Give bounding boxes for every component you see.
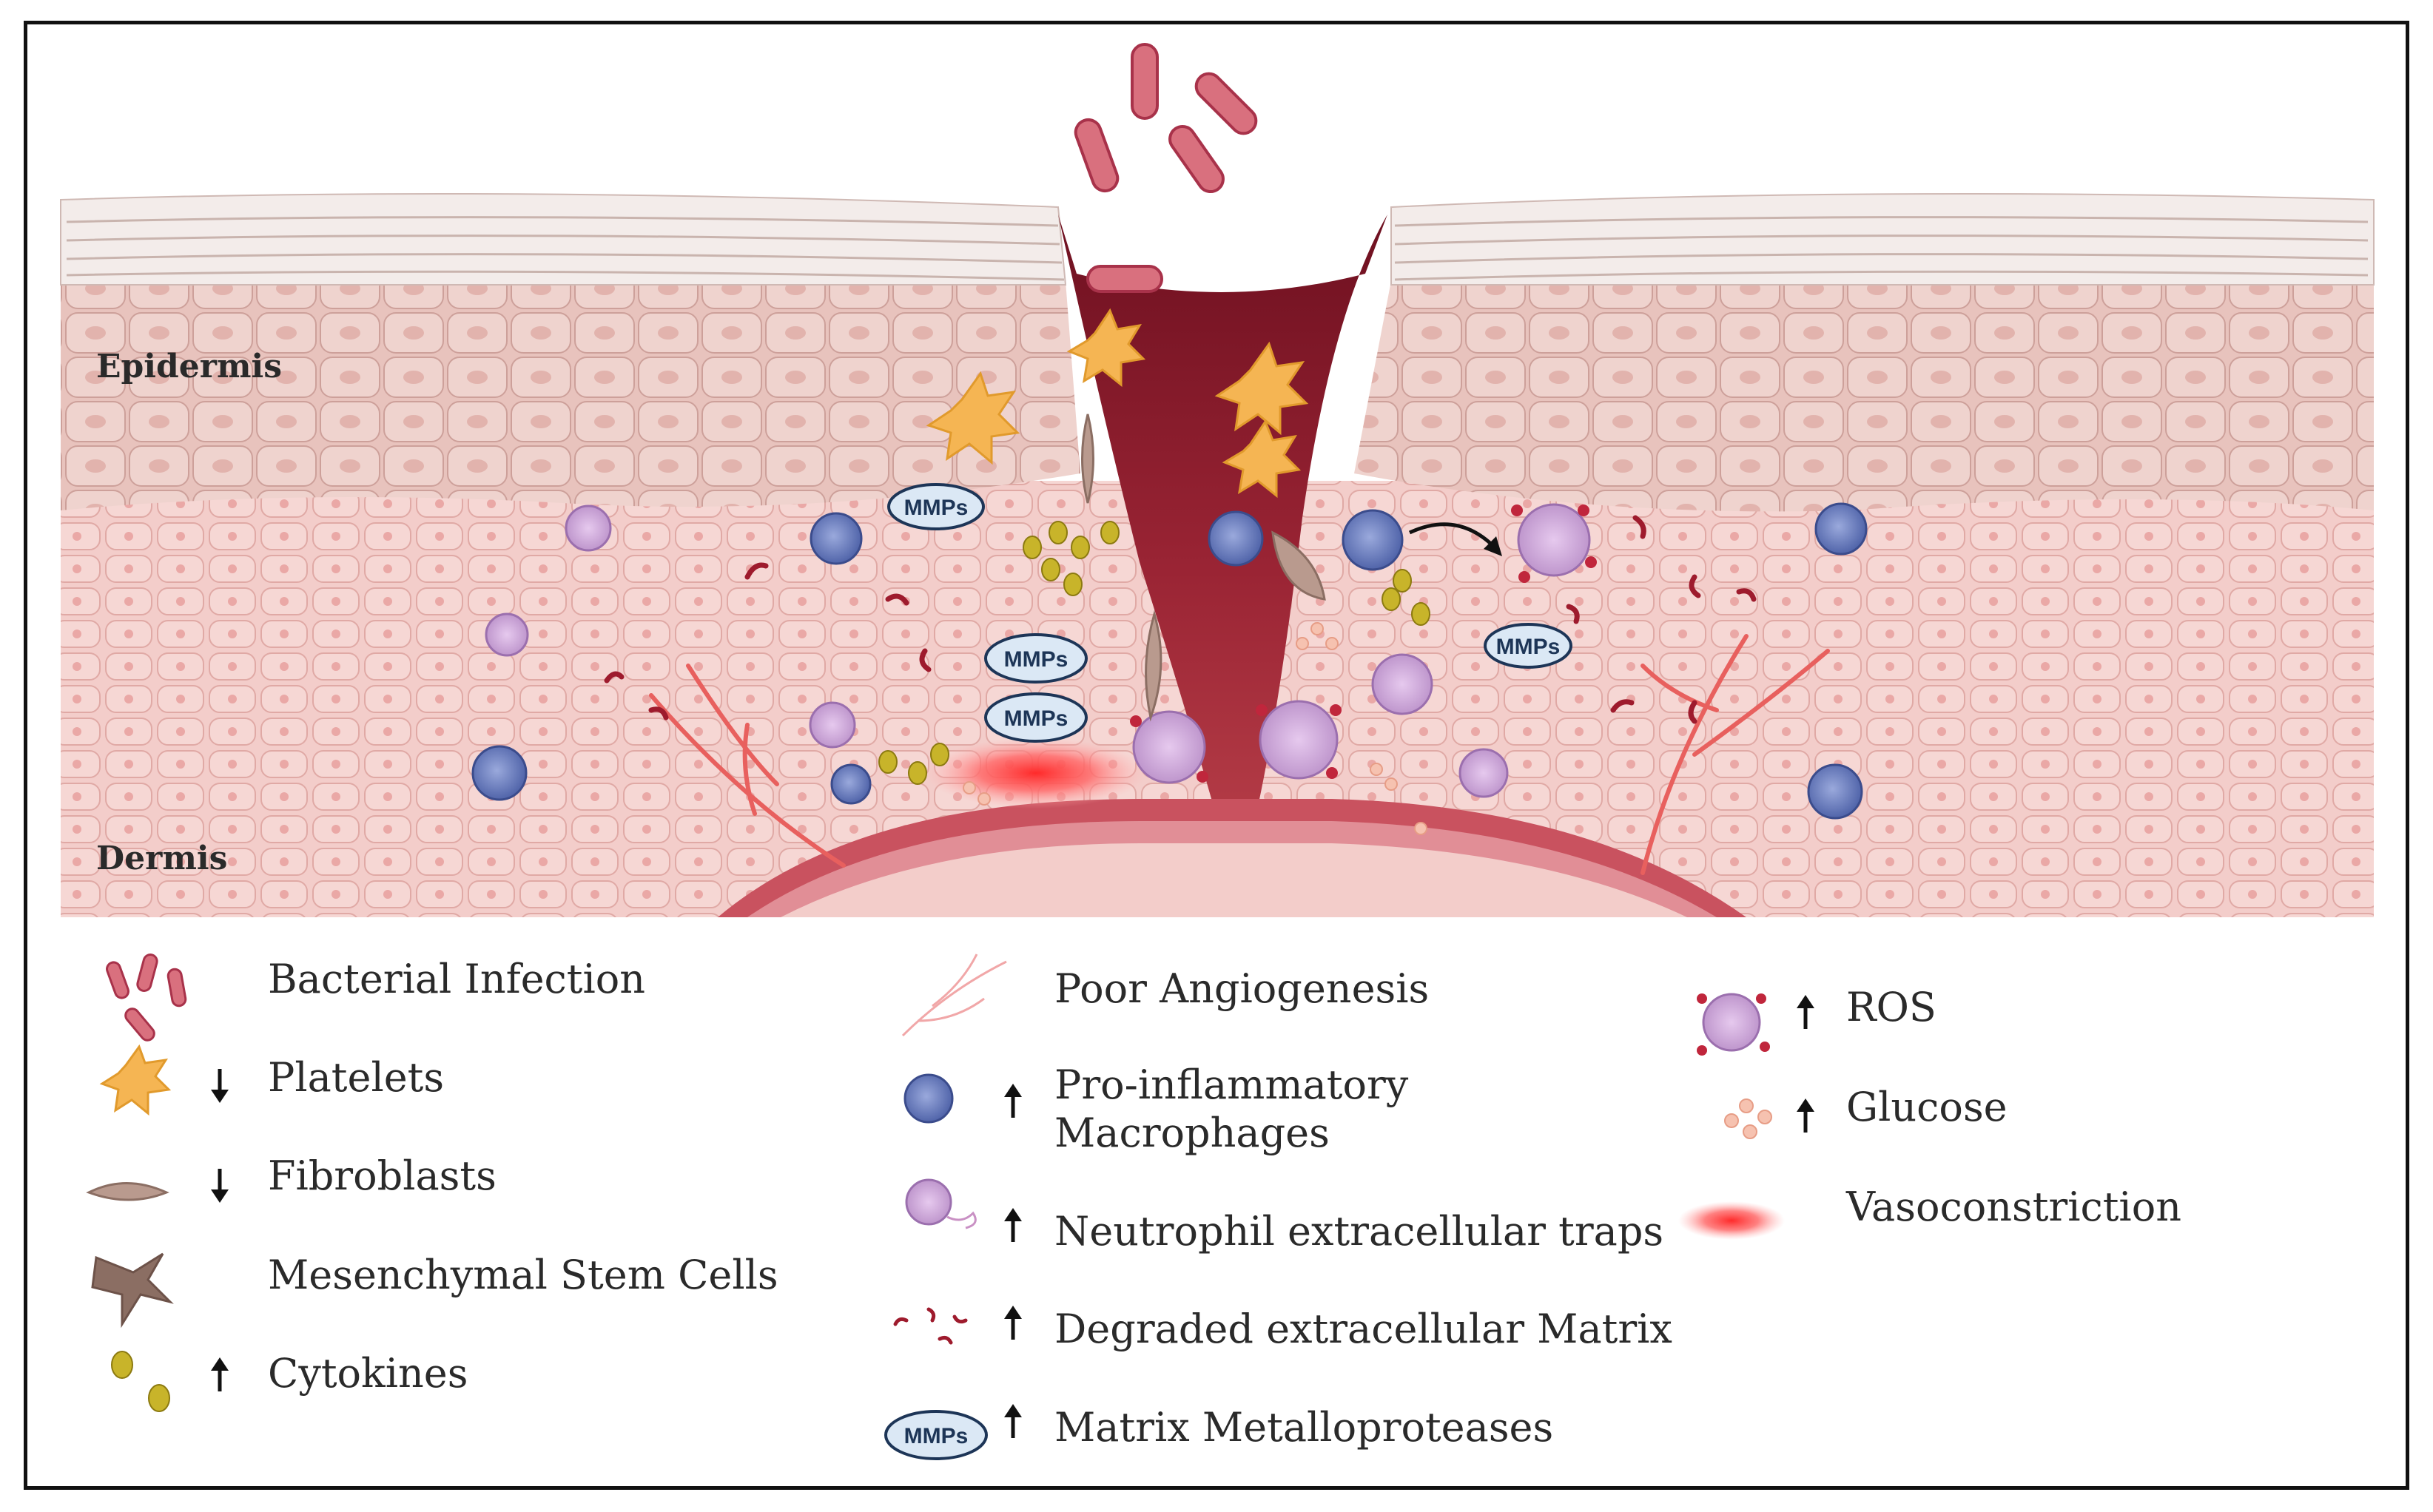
bacteria-legend-icon <box>106 954 187 1042</box>
scene-arrow <box>1408 522 1496 549</box>
mmps-label-3: MMPs <box>1004 706 1069 731</box>
legend-macrophages-1: Pro-inflammatory <box>1054 1062 1409 1108</box>
bacteria-cluster <box>1074 43 1258 293</box>
glucose-particles <box>963 622 1427 835</box>
fibroblast-legend-icon <box>86 1182 169 1201</box>
arrow-up-icon <box>1797 1098 1814 1133</box>
mmp-legend-label: MMPs <box>904 1424 969 1448</box>
legend-vasoconstriction: Vasoconstriction <box>1846 1184 2181 1230</box>
legend-mmp: Matrix Metalloproteases <box>1054 1404 1554 1451</box>
legend-msc: Mesenchymal Stem Cells <box>268 1252 778 1298</box>
legend-platelets: Platelets <box>268 1054 445 1101</box>
arrow-down-icon <box>211 1069 229 1103</box>
arrow-up-icon <box>1004 1208 1022 1242</box>
legend-cytokines: Cytokines <box>268 1350 468 1397</box>
vasoconstriction-spot <box>925 738 1147 809</box>
ros-legend-icon <box>1697 993 1770 1056</box>
figure-frame <box>24 21 2409 1490</box>
dermis-label: Dermis <box>96 840 228 877</box>
net-legend-icon <box>905 1178 977 1229</box>
arrow-up-icon <box>1004 1084 1022 1118</box>
arrow-down-icon <box>211 1169 229 1203</box>
vessels <box>649 634 1830 875</box>
msc-legend-icon <box>91 1252 174 1329</box>
legend-degraded-ecm: Degraded extracellular Matrix <box>1054 1306 1672 1352</box>
epidermis-layer-right <box>1354 281 2374 512</box>
epidermis-layer <box>61 281 1080 510</box>
corneum-lines <box>66 216 2369 281</box>
arrow-up-icon <box>1004 1306 1022 1340</box>
mmps-label-2: MMPs <box>1004 647 1069 672</box>
vaso-legend-icon <box>1678 1201 1785 1240</box>
angiogenesis-legend-icon <box>901 954 1007 1037</box>
wound-channel <box>1058 215 1387 806</box>
arrow-up-icon <box>1797 995 1814 1029</box>
mmps-scene <box>887 483 1572 743</box>
glucose-legend-icon <box>1724 1098 1772 1139</box>
legend-ros: ROS <box>1846 984 1936 1030</box>
legend-bacterial-infection: Bacterial Infection <box>268 956 646 1002</box>
cytokines <box>878 521 1430 785</box>
platelets <box>926 308 1309 499</box>
arrow-up-icon <box>211 1357 229 1391</box>
ros-stars <box>1130 504 1597 783</box>
legend-glucose: Glucose <box>1846 1084 2008 1130</box>
mmp-legend-icon <box>884 1410 988 1460</box>
mmps-label-4: MMPs <box>1496 635 1561 659</box>
mmps-label-1: MMPs <box>904 496 969 520</box>
stratum-corneum-left <box>60 193 1067 286</box>
arrow-up-icon <box>1004 1404 1022 1438</box>
macrophages <box>471 502 1868 820</box>
ros-cells <box>1132 503 1591 784</box>
macrophage-legend-icon <box>903 1073 954 1124</box>
cytokine-legend-icon <box>111 1351 170 1412</box>
legend-nets: Neutrophil extracellular traps <box>1054 1208 1664 1255</box>
fibroblasts-wound <box>1081 414 1326 722</box>
legend-fibroblasts: Fibroblasts <box>268 1152 497 1199</box>
platelet-legend-icon <box>99 1044 172 1116</box>
legend-poor-angiogenesis: Poor Angiogenesis <box>1054 965 1430 1012</box>
epidermis-label: Epidermis <box>96 348 283 385</box>
stratum-corneum-right <box>1390 193 2375 286</box>
degraded-ecm <box>604 515 1757 724</box>
neutrophils <box>485 504 1509 798</box>
legend-macrophages-2: Macrophages <box>1054 1110 1330 1156</box>
ecm-legend-icon <box>893 1307 968 1345</box>
